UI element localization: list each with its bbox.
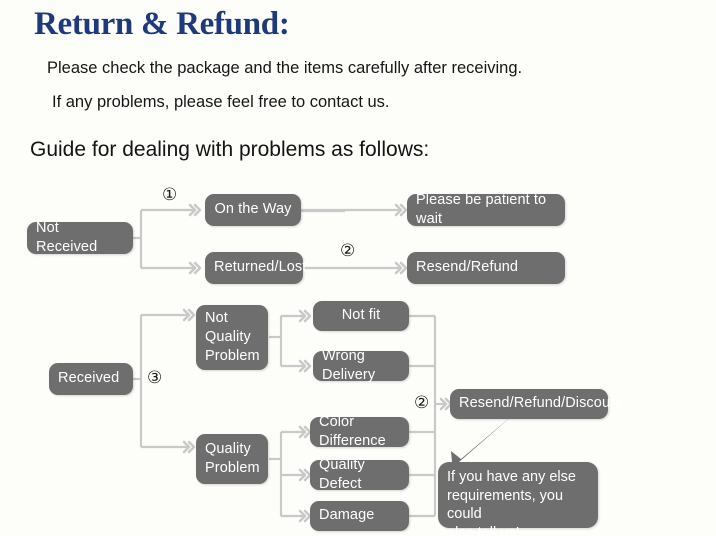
- marker-2-top: ②: [340, 241, 356, 261]
- node-label: Quality Defect: [319, 456, 365, 492]
- node-label: On the Way: [214, 201, 292, 218]
- node-not-fit[interactable]: Not fit: [313, 301, 409, 331]
- node-on-the-way[interactable]: On the Way: [205, 194, 301, 226]
- node-quality-problem[interactable]: Quality Problem: [196, 434, 268, 484]
- node-received[interactable]: Received: [49, 363, 133, 395]
- node-label: Not Quality Problem: [205, 309, 260, 365]
- node-resend-refund[interactable]: Resend/Refund: [407, 252, 565, 284]
- node-label: Returned/Lost: [214, 259, 307, 276]
- guide-heading: Guide for dealing with problems as follo…: [30, 138, 430, 161]
- node-label: Wrong Delivery: [322, 347, 376, 383]
- node-label: Resend/Refund/Discount: [459, 395, 623, 412]
- node-returned-lost[interactable]: Returned/Lost: [205, 252, 307, 284]
- marker-2-bottom: ②: [414, 393, 430, 413]
- marker-1: ①: [162, 185, 178, 205]
- callout-bubble: If you have any else requirements, you c…: [438, 462, 598, 536]
- page-title: Return & Refund:: [34, 6, 290, 42]
- node-damage[interactable]: Damage: [310, 501, 409, 531]
- intro-line-1: Please check the package and the items c…: [47, 59, 523, 77]
- node-label: Quality Problem: [205, 440, 260, 476]
- node-label: Damage: [319, 507, 375, 524]
- node-label: Color Difference: [319, 413, 386, 449]
- node-label: Not fit: [341, 307, 381, 324]
- node-quality-defect[interactable]: Quality Defect: [310, 457, 409, 492]
- node-resend-refund-discount[interactable]: Resend/Refund/Discount: [450, 389, 622, 419]
- marker-3: ③: [147, 368, 163, 388]
- node-not-received[interactable]: Not Received: [27, 220, 133, 255]
- node-please-be-patient[interactable]: Please be patient to wait: [407, 192, 565, 227]
- node-wrong-delivery[interactable]: Wrong Delivery: [313, 348, 409, 383]
- intro-line-2: If any problems, please feel free to con…: [52, 93, 390, 111]
- node-label: Please be patient to wait: [416, 191, 547, 227]
- node-label: Not Received: [36, 219, 98, 255]
- node-label: Received: [58, 370, 120, 387]
- node-color-difference[interactable]: Color Difference: [310, 414, 409, 449]
- node-label: Resend/Refund: [416, 259, 519, 276]
- node-not-quality-problem[interactable]: Not Quality Problem: [196, 305, 268, 370]
